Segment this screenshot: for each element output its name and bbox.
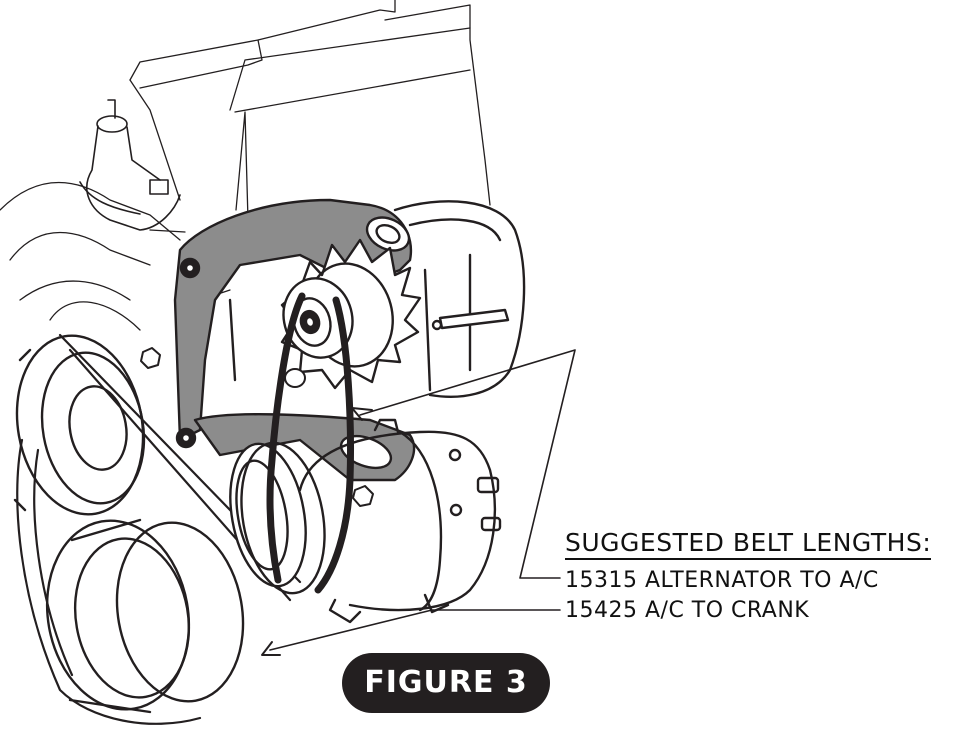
water-pump-pulley xyxy=(13,334,146,516)
engine-block xyxy=(0,0,491,341)
legend-title: SUGGESTED BELT LENGTHS: xyxy=(565,528,932,560)
figure-label: FIGURE 3 xyxy=(342,653,550,713)
crank-pulley xyxy=(45,518,245,714)
legend-item-alternator-to-ac: 15315 ALTERNATOR TO A/C xyxy=(565,568,879,593)
callout-leaders xyxy=(261,349,576,656)
bolts xyxy=(140,347,374,507)
legend-item-ac-to-crank: 15425 A/C TO CRANK xyxy=(565,598,810,623)
belt-alternator-to-ac xyxy=(266,292,354,594)
ac-compressor xyxy=(229,418,502,624)
water-neck xyxy=(79,99,181,231)
